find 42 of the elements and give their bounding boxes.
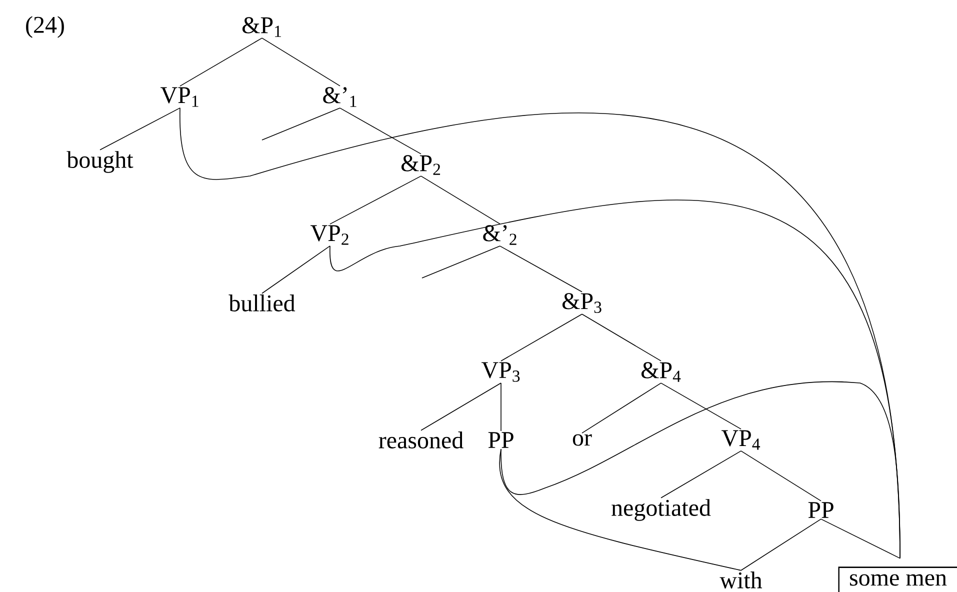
category-label: &P$_{4}$	[641, 362, 681, 382]
branch-line	[100, 108, 180, 150]
category-label: &’$_{2}$	[483, 225, 516, 245]
category-label: VP$_{1}$	[160, 87, 198, 107]
branch-line	[820, 518, 900, 559]
branch-line	[660, 382, 742, 430]
branch-line	[582, 314, 662, 362]
category-label: &P$_{3}$	[562, 293, 602, 313]
boxed-phrase: some men	[838, 566, 957, 592]
branch-line	[330, 176, 422, 224]
word-label: or	[572, 434, 592, 446]
word-label: with	[720, 572, 762, 588]
branch-line	[740, 518, 822, 571]
curved-line	[500, 381, 900, 559]
branch-line	[500, 382, 502, 432]
branch-line	[500, 314, 582, 362]
word-label: bullied	[228, 294, 296, 312]
branch-line	[262, 108, 340, 140]
branch-line	[180, 38, 262, 86]
category-label: &P$_{2}$	[401, 155, 440, 175]
word-label: bought	[66, 151, 134, 173]
branch-line	[340, 108, 422, 154]
branch-line	[740, 450, 822, 502]
category-label: PP	[488, 432, 514, 448]
category-label: VP$_{3}$	[481, 362, 520, 382]
category-label: &P$_{1}$	[242, 17, 281, 37]
curved-line	[499, 448, 742, 571]
category-label: PP	[808, 502, 834, 518]
example-number: (24)	[26, 16, 64, 38]
branch-line	[500, 246, 582, 292]
branch-line	[262, 38, 340, 86]
branch-line	[420, 176, 500, 224]
category-label: VP$_{2}$	[310, 225, 348, 245]
branch-line	[262, 246, 330, 294]
branch-line	[582, 382, 662, 434]
branch-line	[422, 246, 500, 278]
word-label: negotiated	[612, 499, 711, 521]
branch-line	[660, 450, 742, 498]
category-label: &’$_{1}$	[323, 87, 356, 107]
word-label: reasoned	[378, 432, 464, 448]
category-label: VP$_{4}$	[722, 430, 760, 450]
branch-line	[420, 382, 502, 431]
